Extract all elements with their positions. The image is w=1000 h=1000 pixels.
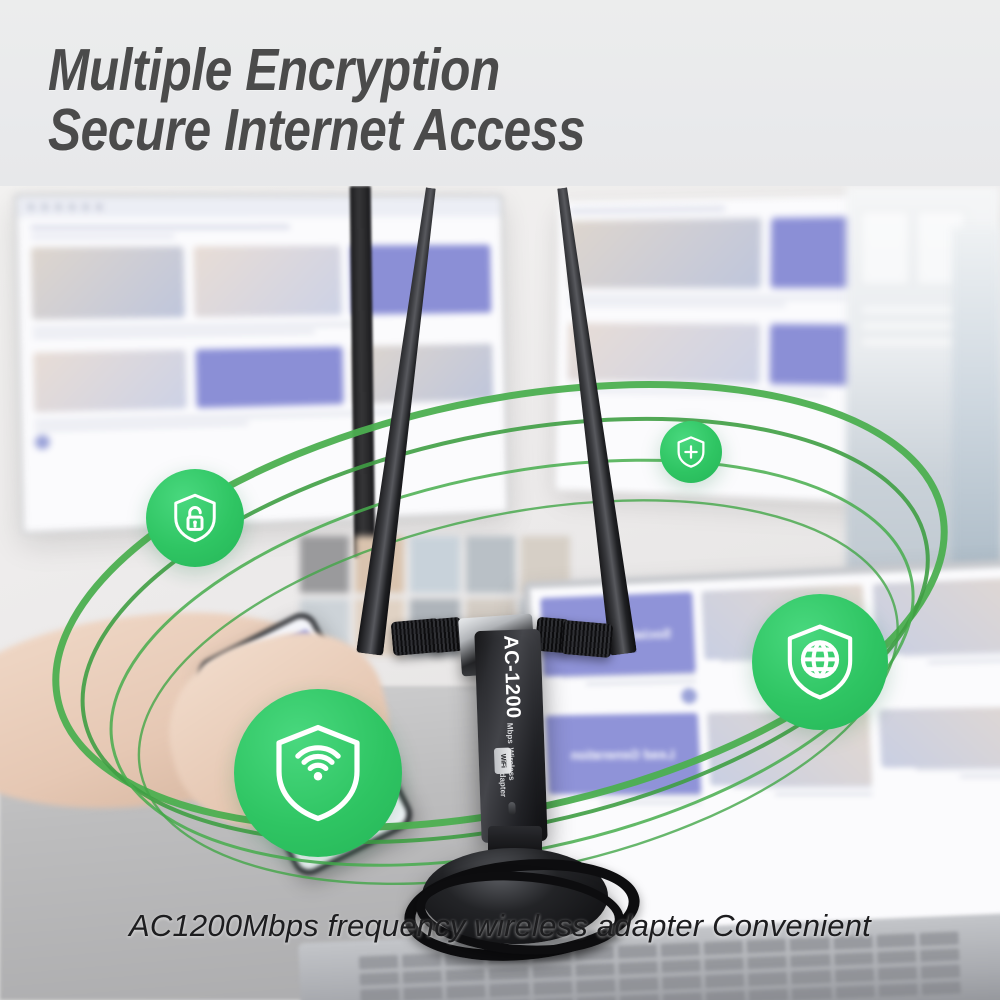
- headline-line-2: Secure Internet Access: [48, 97, 586, 164]
- product-caption: AC1200Mbps frequency wireless adapter Co…: [129, 908, 871, 943]
- shield-wifi-icon: [234, 689, 402, 857]
- shield-globe-icon: [752, 594, 888, 730]
- office-scene-photo: Social w... events: [0, 186, 1000, 1000]
- headline-line-1: Multiple Encryption: [48, 37, 500, 103]
- shield-plus-icon: [660, 421, 722, 483]
- feature-badge-group: [0, 186, 1000, 1000]
- shield-lock-icon: [146, 469, 244, 567]
